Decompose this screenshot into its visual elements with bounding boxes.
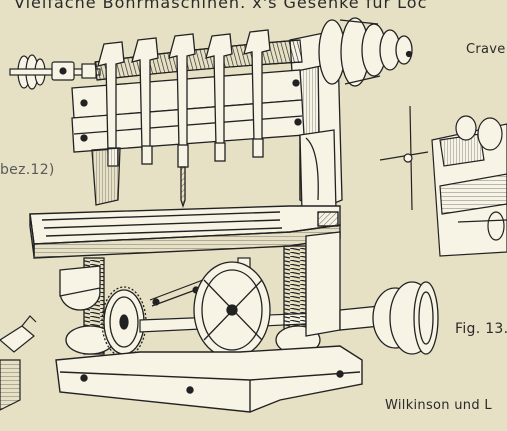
plate-header-text: Vielfache Bohrmaschinen. x's Gesenke für… (14, 0, 428, 12)
machine-base (55, 345, 363, 413)
figure-caption: Fig. 13. (455, 321, 507, 337)
spindle-head-3 (168, 33, 196, 209)
reference-label: bez.12) (0, 162, 55, 178)
step-cone-pulley (318, 17, 413, 87)
spindle-head-5 (243, 29, 271, 158)
vise-fragment (0, 315, 37, 411)
work-table (29, 205, 341, 259)
manufacturer-caption: Wilkinson und L (385, 398, 492, 413)
drive-pulley (339, 281, 439, 355)
craven-machine (379, 105, 507, 257)
right-leg (275, 231, 341, 355)
spindle-head-4 (205, 33, 233, 162)
craven-label: Crave (466, 42, 506, 57)
frame-arch (91, 129, 337, 213)
left-pulley-assembly (9, 54, 101, 90)
left-leg (59, 257, 115, 355)
spindle-head-2 (131, 37, 159, 165)
central-flywheel (193, 261, 271, 359)
spindle-heads (97, 29, 271, 209)
